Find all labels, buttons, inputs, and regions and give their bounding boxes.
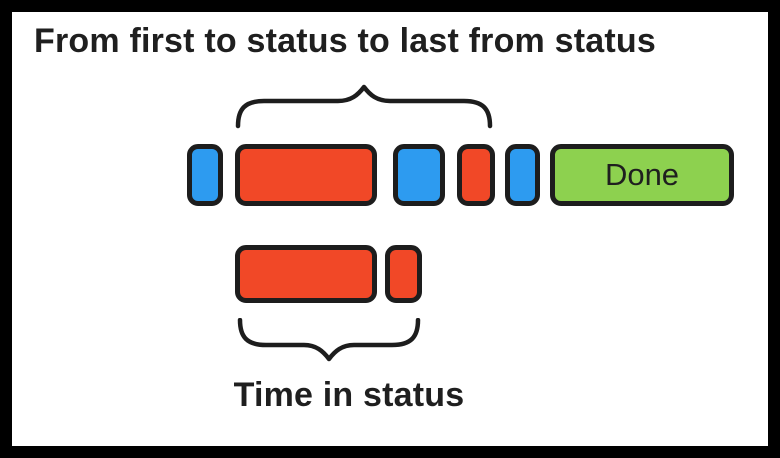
time-in-status-block-2	[385, 245, 422, 303]
bottom-brace	[237, 318, 421, 362]
status-block-blue-3	[505, 144, 540, 206]
status-block-blue-1	[187, 144, 223, 206]
status-block-done: Done	[550, 144, 734, 206]
status-block-red-2	[457, 144, 495, 206]
diagram-title: From first to status to last from status	[34, 22, 656, 60]
top-brace	[235, 84, 493, 129]
time-in-status-block-1	[235, 245, 377, 303]
status-block-blue-2	[393, 144, 445, 206]
time-in-status-label: Time in status	[233, 376, 465, 414]
status-block-red-1	[235, 144, 377, 206]
done-block-label: Done	[604, 157, 680, 192]
